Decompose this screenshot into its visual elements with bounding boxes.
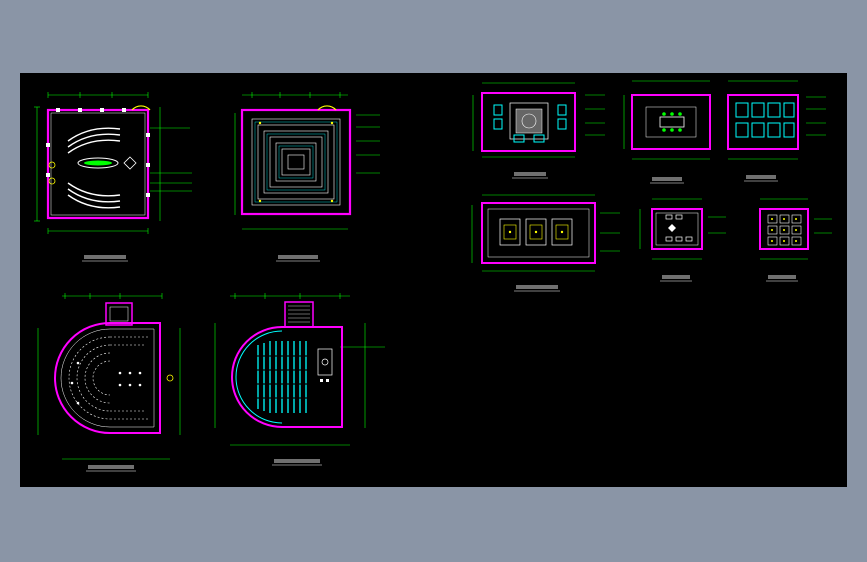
plan-grid-ceiling (727, 80, 826, 182)
plan-reception-ceiling (471, 194, 620, 292)
plan-vip-reception (472, 82, 605, 179)
plan-lecture-hall (37, 293, 181, 472)
dimension-lines (34, 92, 192, 234)
plan-small-ceiling (759, 198, 832, 282)
plan-auditorium (214, 293, 385, 466)
cad-drawing-sheet (34, 80, 832, 472)
plan-meeting-room-floor (34, 92, 192, 262)
plan-small-meeting-room-2 (639, 198, 726, 282)
plan-small-meeting-room (623, 80, 711, 184)
plan-meeting-room-ceiling (234, 92, 380, 262)
cad-model-space[interactable] (20, 73, 847, 487)
